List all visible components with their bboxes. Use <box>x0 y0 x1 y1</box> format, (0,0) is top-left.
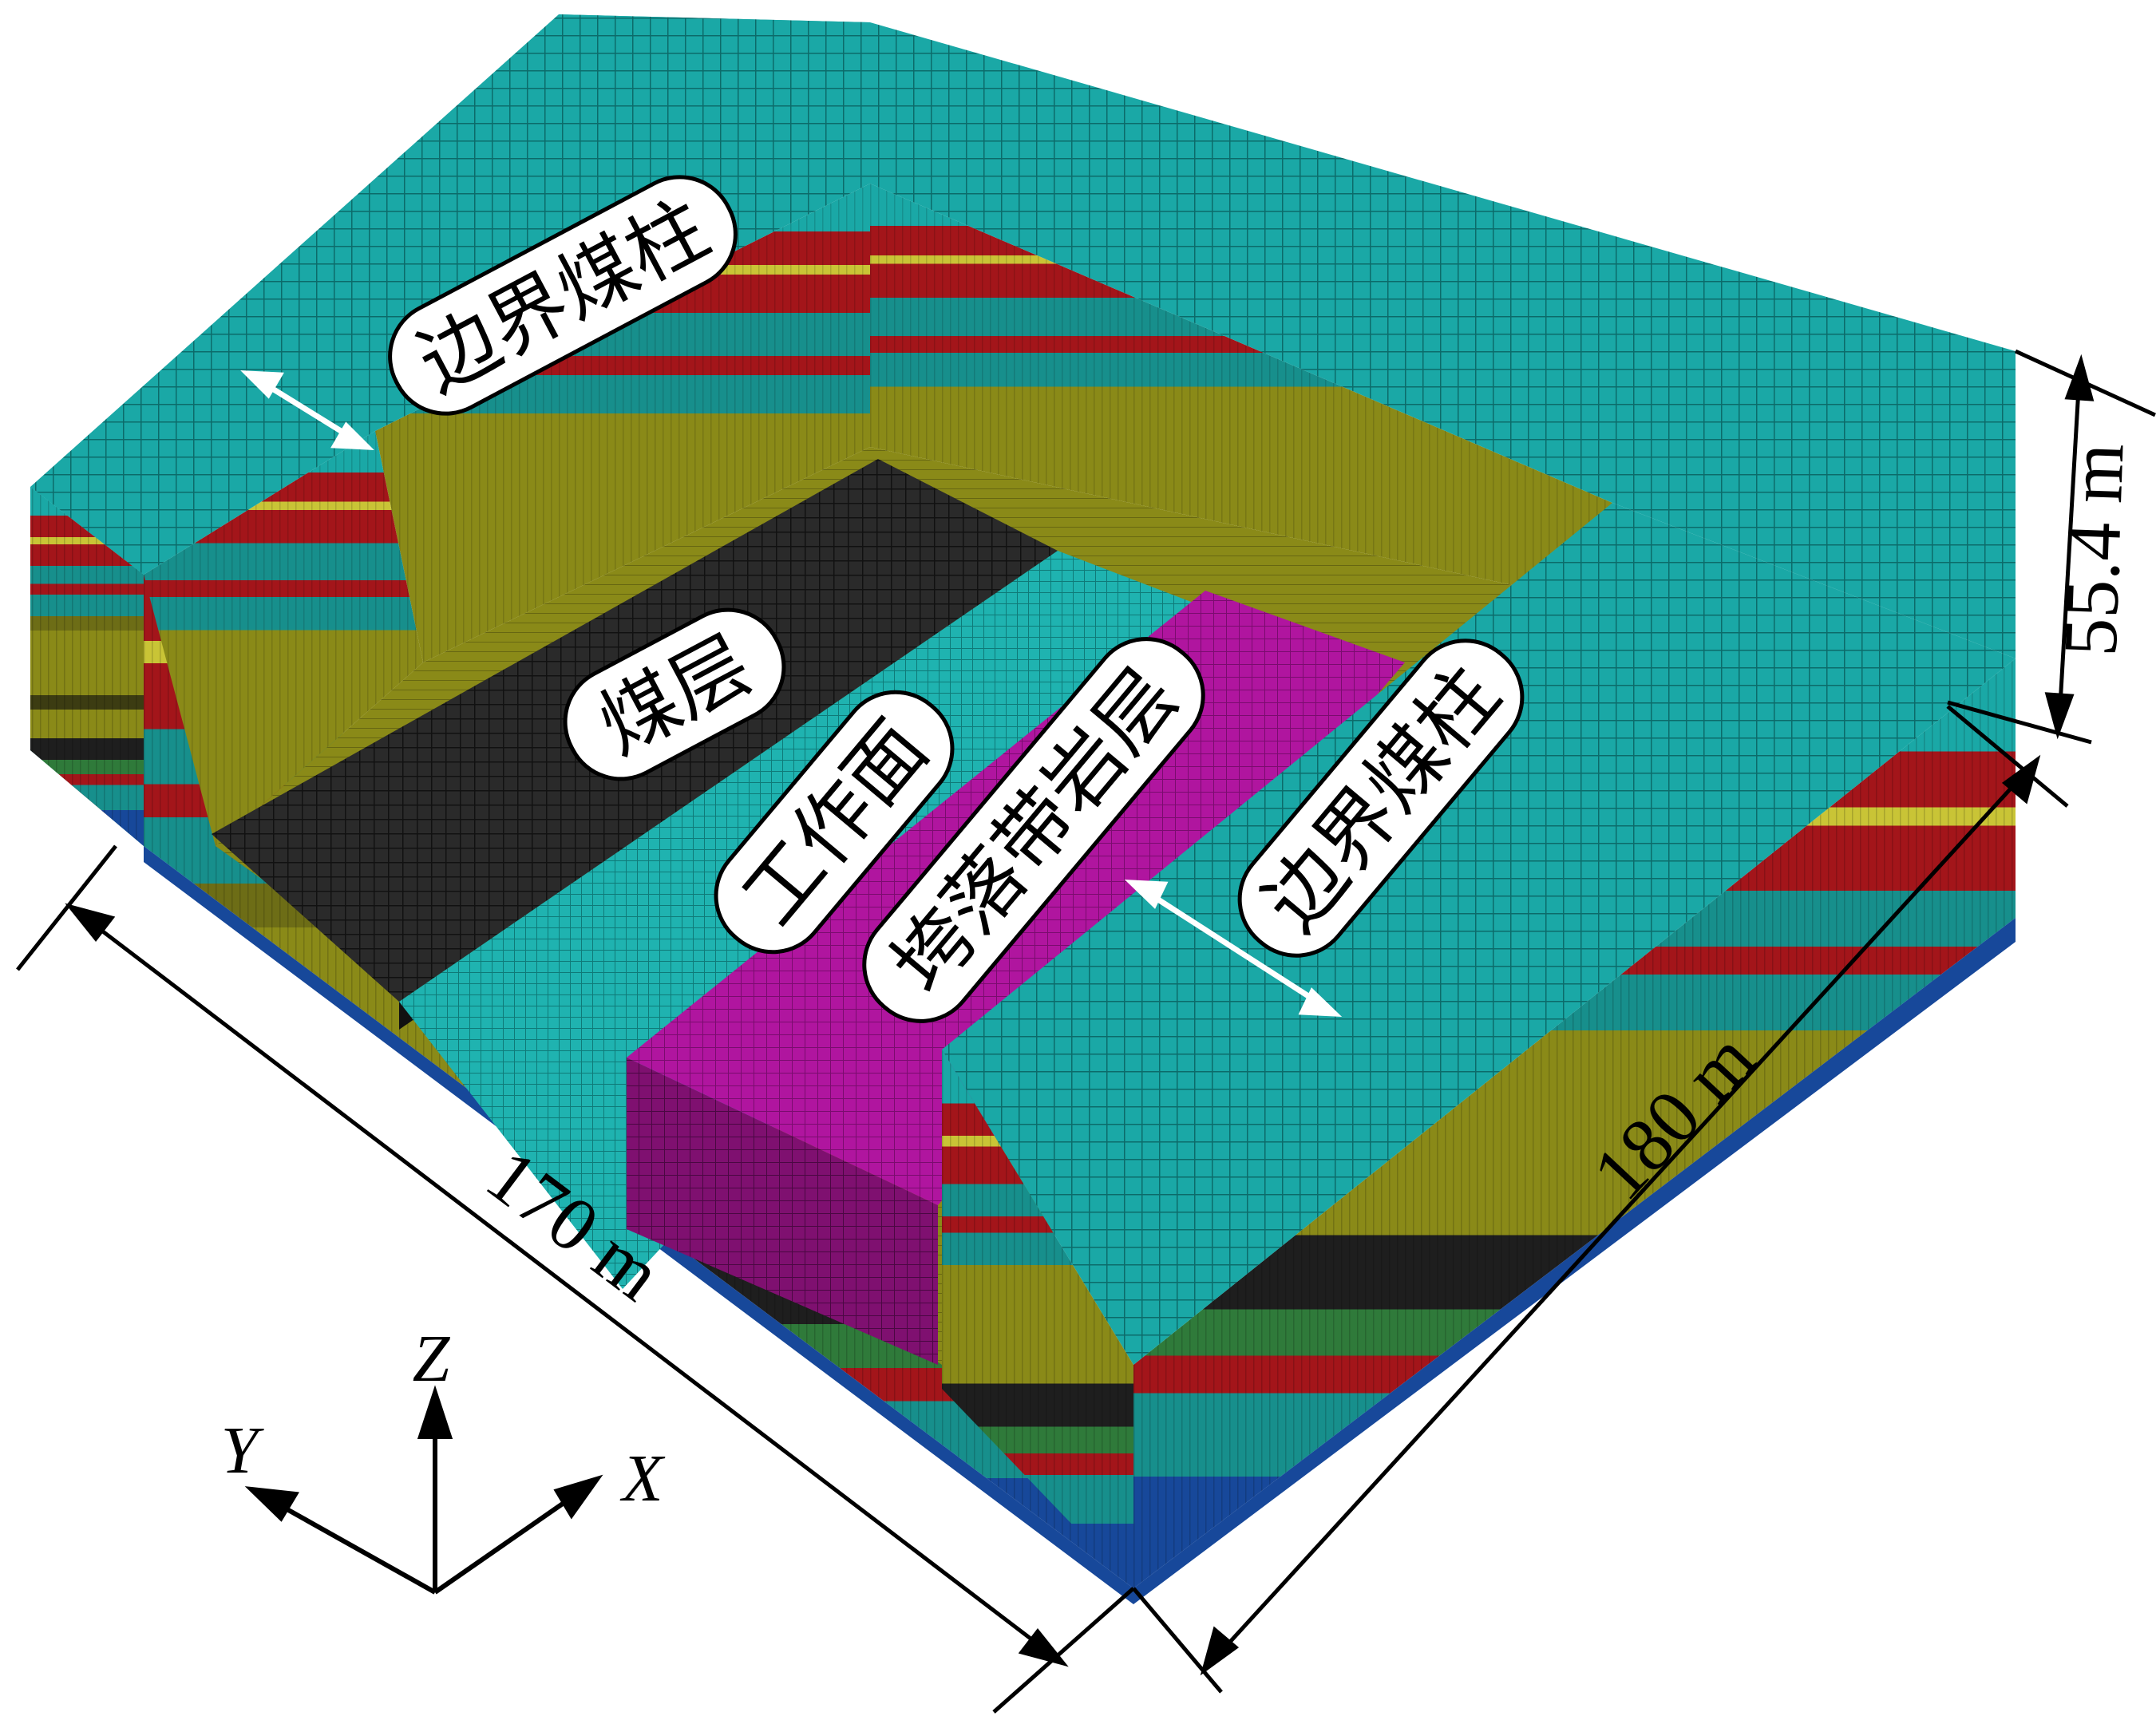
y-axis-line <box>270 1498 437 1595</box>
pillar-width-arrow-right <box>1124 880 1343 1017</box>
z-axis-arrow <box>417 1385 453 1439</box>
dimension-height <box>1947 349 2156 745</box>
back-pillar-top <box>559 14 2016 658</box>
dimension-height-label: 55.4 m <box>2047 442 2139 658</box>
axis-label-z: Z <box>413 1322 451 1396</box>
x-axis-line <box>433 1490 580 1595</box>
model-block <box>30 14 2016 1604</box>
right-pillar-top <box>942 503 2016 1365</box>
pillar-width-arrow-left <box>240 370 374 450</box>
dimension-length-y <box>1132 705 2069 1694</box>
axis-triad <box>244 1385 603 1595</box>
axis-label-y: Y <box>221 1414 265 1488</box>
dimension-length-x <box>16 844 1135 1714</box>
y-axis-arrow <box>244 1486 299 1522</box>
x-axis-arrow <box>553 1474 603 1520</box>
axis-label-x: X <box>619 1441 666 1516</box>
caving-zone-block-side <box>627 1058 938 1365</box>
